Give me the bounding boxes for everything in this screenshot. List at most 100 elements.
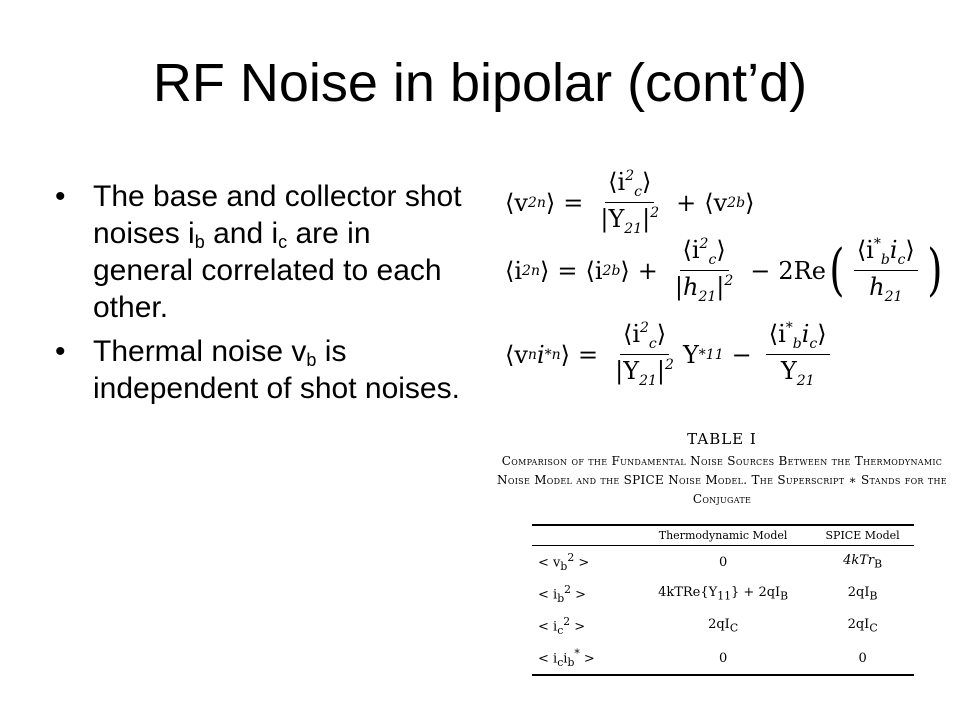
eq-term: |Y xyxy=(600,205,625,233)
eq-term: ⟩ xyxy=(560,340,571,369)
table-description: Comparison of the Fundamental Noise Sour… xyxy=(497,454,947,506)
table-header-row: Thermodynamic Model SPICE Model xyxy=(532,524,914,546)
eq-term: Y xyxy=(682,340,699,369)
eq-sup: * xyxy=(544,346,552,363)
bullet-list: • The base and collector shot noises ib … xyxy=(55,178,465,414)
noise-comparison-table: Thermodynamic Model SPICE Model < vb2 > … xyxy=(532,524,914,676)
eq-term: ⟩ xyxy=(620,256,630,285)
eq-fraction: ⟨i*bic⟩ h21 xyxy=(853,236,918,305)
eq-term: ⟩ xyxy=(545,188,556,217)
bullet-text: is independent of shot noises. xyxy=(93,335,460,405)
eq-sub: b xyxy=(792,336,802,352)
eq-term: ⟩ xyxy=(905,236,915,264)
eq-sub: c xyxy=(708,252,717,268)
eq-sub: b xyxy=(611,262,621,279)
table-caption: TABLE I Comparison of the Fundamental No… xyxy=(492,430,952,509)
bullet-item-thermal: • Thermal noise vb is independent of sho… xyxy=(55,333,465,407)
thermodynamic-cell: 2qIC xyxy=(708,617,739,635)
eq-fraction: ⟨i2c⟩ |Y21|2 xyxy=(597,168,662,237)
eq-term: ⟨i xyxy=(856,236,874,264)
table-row: < vb2 > 0 4kTrB xyxy=(532,546,914,579)
eq-sub: 21 xyxy=(884,289,903,305)
eq-operator: = xyxy=(557,256,578,285)
bullet-text: Thermal noise v xyxy=(93,335,307,368)
table-row: < ib2 > 4kTRe{Y11} + 2qIB 2qIB xyxy=(532,578,914,610)
eq-paren: ) xyxy=(927,237,943,303)
eq-term: | xyxy=(656,357,666,385)
eq-operator: = xyxy=(578,340,599,369)
eq-term: h xyxy=(869,273,885,301)
eq-fraction: ⟨i2c⟩ |h21|2 xyxy=(672,236,736,305)
eq-term: Y xyxy=(780,357,797,385)
thermodynamic-cell: 4kTRe{Y11} + 2qIB xyxy=(658,585,789,603)
subscript: c xyxy=(278,232,288,252)
eq-term: i xyxy=(801,320,810,348)
eq-fraction: ⟨i*bic⟩ Y21 xyxy=(765,320,830,389)
eq-sup: 2 xyxy=(665,357,674,373)
eq-sub: 21 xyxy=(796,373,815,389)
eq-term: 2Re xyxy=(778,256,826,285)
eq-term: ⟩ xyxy=(641,168,652,196)
eq-sup: 2 xyxy=(650,205,660,221)
eq-sub: 21 xyxy=(698,289,717,305)
eq-sub: c xyxy=(634,184,642,200)
eq-term: ⟩ xyxy=(817,320,827,348)
spice-cell: 0 xyxy=(811,642,914,676)
eq-term: ⟨i xyxy=(505,256,523,285)
bullet-text: and i xyxy=(204,217,279,250)
column-header-thermodynamic: Thermodynamic Model xyxy=(635,524,812,546)
eq-fraction: ⟨i2c⟩ |Y21|2 xyxy=(612,320,677,389)
subscript: b xyxy=(194,232,205,252)
bullet-mark: • xyxy=(55,180,66,213)
quantity-cell: < ic2 > xyxy=(538,615,586,637)
eq-sup: 2 xyxy=(625,168,635,184)
eq-sub: n xyxy=(536,194,546,211)
eq-term: ⟩ xyxy=(540,256,550,285)
eq-sub: 21 xyxy=(624,221,643,237)
eq-sub: 11 xyxy=(705,346,724,363)
spice-cell: 4kTrB xyxy=(843,553,883,571)
table-number: TABLE I xyxy=(687,430,757,448)
table-row: < icib* > 0 0 xyxy=(532,642,914,676)
eq-sup: 2 xyxy=(602,262,612,279)
bullet-text: The base and collector shot noises i xyxy=(93,180,462,250)
eq-sup: 2 xyxy=(640,320,649,336)
eq-sub: c xyxy=(897,252,906,268)
eq-term: i xyxy=(889,236,898,264)
eq-sub: c xyxy=(648,336,657,352)
eq-sup: * xyxy=(698,346,706,363)
eq-sub: 21 xyxy=(639,373,657,389)
eq-term: ⟨v xyxy=(704,188,728,217)
quantity-cell: < vb2 > xyxy=(538,551,590,573)
eq-sub: b xyxy=(736,194,746,211)
eq-operator: − xyxy=(731,340,752,369)
eq-sub: n xyxy=(530,262,540,279)
eq-sup: 2 xyxy=(522,262,531,279)
column-header-spice: SPICE Model xyxy=(811,524,914,546)
eq-sup: 2 xyxy=(527,194,537,211)
table-row: < ic2 > 2qIC 2qIC xyxy=(532,610,914,642)
eq-term: ⟨i xyxy=(585,256,603,285)
eq-operator: + xyxy=(676,188,697,217)
eq-term: ⟨v xyxy=(505,340,528,369)
thermodynamic-cell: 0 xyxy=(635,642,812,676)
slide-title: RF Noise in bipolar (cont’d) xyxy=(152,53,808,113)
eq-term: ⟩ xyxy=(656,320,667,348)
bullet-text: are in general correlated to each other. xyxy=(93,217,442,324)
eq-term: ⟨v xyxy=(505,188,528,217)
eq-term: ⟨i xyxy=(768,320,786,348)
eq-term: ⟨i xyxy=(608,168,626,196)
eq-operator: + xyxy=(637,256,658,285)
eq-sup: 2 xyxy=(724,273,734,289)
eq-sub: c xyxy=(809,336,818,352)
eq-term: ⟨i xyxy=(682,236,700,264)
eq-term: ⟩ xyxy=(716,236,726,264)
eq-sub: b xyxy=(880,252,890,268)
bullet-item-correlation: • The base and collector shot noises ib … xyxy=(55,178,465,326)
bullet-mark: • xyxy=(55,335,66,368)
eq-sub: n xyxy=(551,346,561,363)
eq-term: | xyxy=(716,273,725,301)
eq-term: |h xyxy=(674,273,699,301)
